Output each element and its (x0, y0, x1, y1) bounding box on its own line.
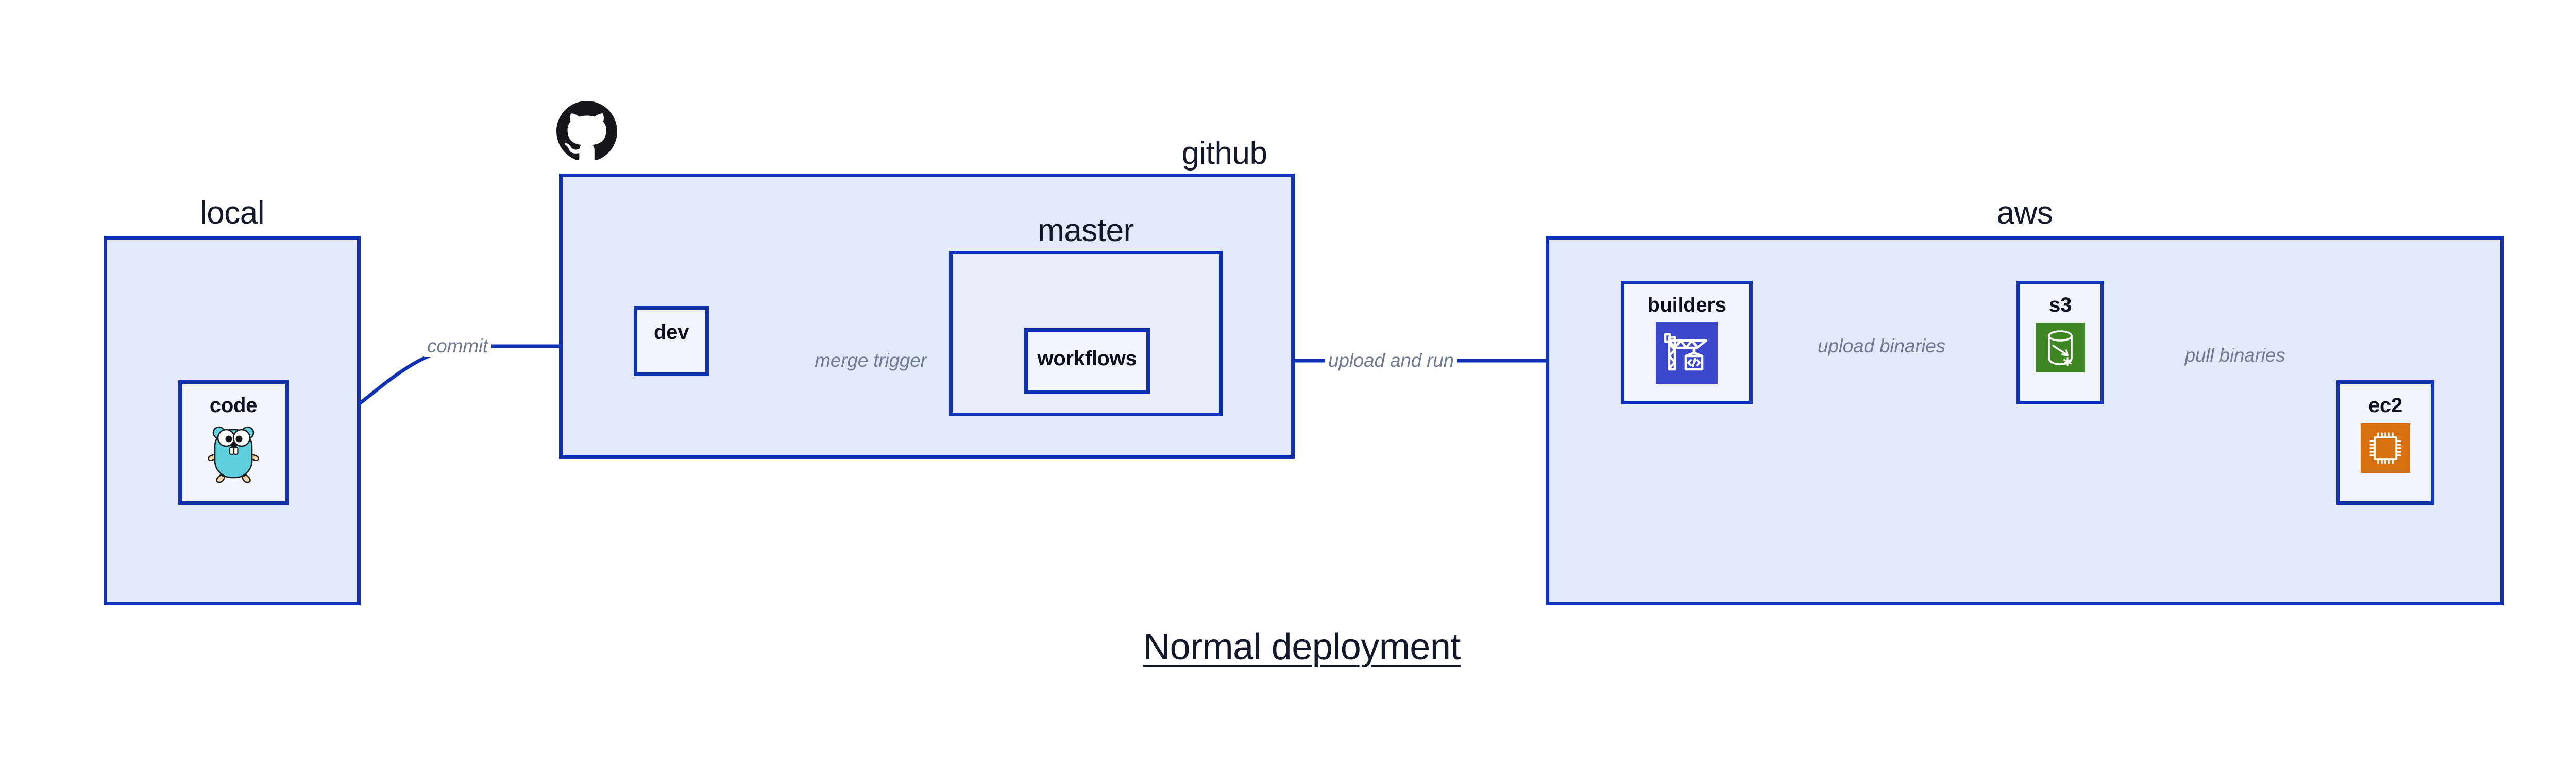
node-s3-label: s3 (2049, 294, 2072, 316)
edge-label-upload-binaries: upload binaries (1815, 335, 1948, 357)
go-gopher-icon (208, 426, 259, 483)
node-code-label: code (209, 394, 258, 417)
edge-label-pull-binaries: pull binaries (2181, 345, 2289, 366)
node-workflows-label: workflows (1037, 347, 1137, 370)
edge-label-commit: commit (423, 335, 492, 357)
node-dev-label: dev (653, 321, 689, 344)
node-builders[interactable]: builders (1621, 281, 1753, 404)
aws-codebuild-icon (1656, 322, 1718, 384)
node-s3[interactable]: s3 (2016, 281, 2104, 404)
node-dev[interactable]: dev (634, 306, 709, 376)
node-workflows[interactable]: workflows (1024, 328, 1150, 394)
node-builders-label: builders (1647, 294, 1726, 316)
aws-ec2-icon (2361, 423, 2410, 473)
edge-label-merge-trigger: merge trigger (811, 350, 930, 371)
cluster-title-local: local (199, 195, 265, 231)
cluster-title-github: github (1181, 135, 1267, 171)
node-ec2-label: ec2 (2368, 394, 2402, 417)
cluster-title-master: master (1038, 213, 1134, 248)
aws-s3-icon (2036, 323, 2085, 372)
github-octocat-logo (556, 101, 617, 164)
edge-label-upload-and-run: upload and run (1325, 350, 1458, 371)
node-code[interactable]: code (178, 380, 289, 505)
node-ec2[interactable]: ec2 (2336, 380, 2434, 505)
cluster-title-aws: aws (1996, 195, 2053, 231)
page-title: Normal deployment (1143, 626, 1461, 668)
